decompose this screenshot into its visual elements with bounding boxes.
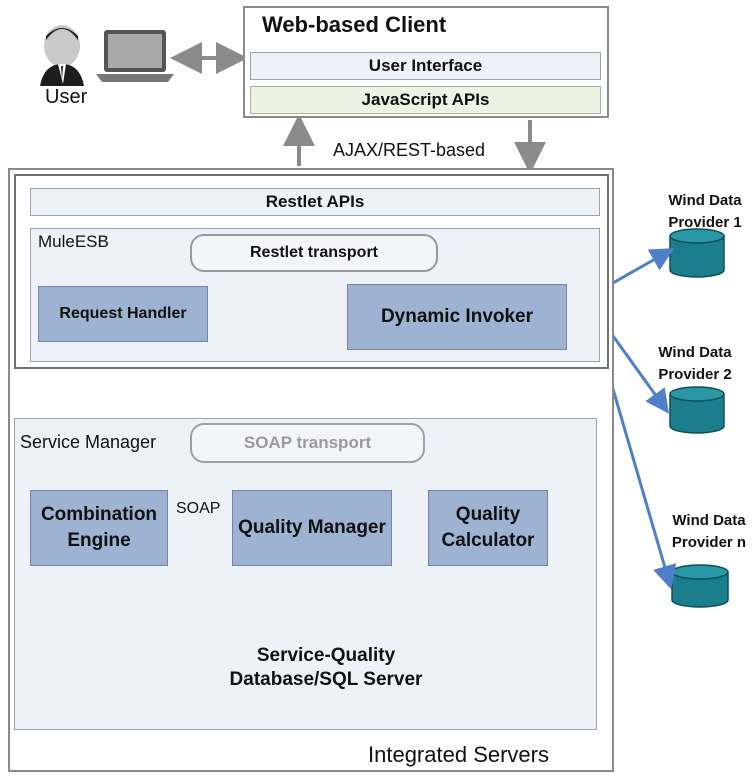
restlet-apis-bar: Restlet APIs [30,188,600,216]
service-manager-label: Service Manager [20,432,157,452]
provider-1-label: Wind Data Provider 1 [668,192,742,231]
soap-transport: SOAP transport [190,423,425,463]
dynamic-invoker: Dynamic Invoker [347,284,567,350]
integrated-servers-title: Integrated Servers [368,742,549,767]
web-client-title: Web-based Client [262,12,447,37]
ajax-rest-label: AJAX/REST-based [333,140,486,160]
javascript-apis-bar: JavaScript APIs [250,86,601,114]
provider-1-db-icon [669,228,725,278]
quality-calculator: Quality Calculator [428,490,548,566]
user-label: User [45,86,88,108]
user-icon [40,25,84,86]
request-handler: Request Handler [38,286,208,342]
restlet-transport: Restlet transport [190,234,438,272]
mule-esb-label: MuleESB [38,232,109,251]
provider-2-label: Wind Data Provider 2 [658,344,732,383]
database-label: Service-Quality Database/SQL Server [229,645,423,690]
quality-manager: Quality Manager [232,490,392,566]
provider-2-db-icon [669,386,725,434]
service-manager-box [14,418,597,730]
soap-label: SOAP [176,500,221,517]
provider-n-label: Wind Data Provider n [671,512,747,551]
provider-n-db-icon [671,564,729,608]
combination-engine: Combination Engine [30,490,168,566]
laptop-icon [96,30,174,82]
user-interface-bar: User Interface [250,52,601,80]
